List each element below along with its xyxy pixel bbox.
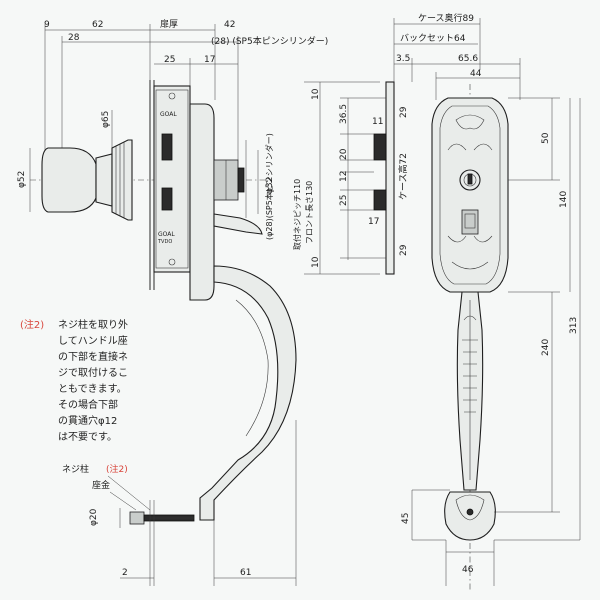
dim-v20: 20 (339, 148, 349, 160)
latch-front (373, 133, 387, 161)
dim-v240: 240 (541, 339, 551, 356)
dim-case-height: ケース高72 (397, 153, 409, 200)
dim-v11: 11 (372, 117, 383, 127)
dim-v45: 45 (401, 513, 411, 524)
latch-bolt (161, 133, 173, 161)
note-line-3: の下部を直接ネ (58, 350, 128, 363)
side-vertical-dims: φ52 φ65 φ32 (φ28)(SP5本ピンシリンダー) 取付ネジピッチ11… (17, 110, 314, 250)
thumb-lever (213, 213, 263, 235)
dim-25: 25 (164, 55, 175, 65)
front-face-view: 10 36.5 20 12 25 29 29 10 11 17 ケース高72 (304, 81, 409, 275)
callout-screw-post: ネジ柱 (62, 463, 89, 475)
dim-v29b: 29 (399, 244, 409, 256)
dim-62: 62 (92, 20, 103, 30)
dim-42: 42 (224, 20, 235, 30)
outer-knob (41, 147, 97, 213)
front-handle-view (431, 84, 509, 590)
note-line-1: ネジ柱を取り外 (58, 318, 128, 331)
dim-28: 28 (68, 33, 80, 43)
dim-door-thickness: 扉厚 (160, 18, 178, 30)
dim-65-6: 65.6 (458, 54, 478, 64)
face-plate (385, 81, 395, 275)
callout-note2-tag: (注2) (106, 463, 128, 475)
deadbolt-front (373, 189, 387, 211)
dim-v25: 25 (339, 195, 349, 206)
escutcheon-front (431, 97, 509, 293)
dim-2: 2 (122, 568, 128, 578)
dim-v140: 140 (559, 191, 569, 208)
goal-label: GOAL (160, 111, 177, 118)
grip-handle-side (199, 265, 297, 521)
note-2: (注2) ネジ柱を取り外 してハンドル座 の下部を直接ネ ジで取付けるこ ともで… (20, 318, 128, 443)
top-dimensions-side: 9 62 28 扉厚 42 (28) (SP5本ピンシリンダー) 25 17 (44, 18, 328, 180)
note-line-2: してハンドル座 (58, 334, 128, 347)
dim-3-5: 3.5 (396, 54, 410, 64)
dim-backset: バックセット64 (400, 33, 466, 44)
dim-phi52: φ52 (17, 171, 27, 188)
screw-callouts: ネジ柱 (注2) 座金 φ20 (62, 463, 151, 528)
washer (129, 511, 145, 525)
dim-case-depth: ケース奥行89 (418, 12, 474, 24)
dim-phi28-cylinder: (φ28)(SP5本ピンシリンダー) (264, 133, 274, 240)
top-dimensions-front: ケース奥行89 バックセット64 3.5 65.6 44 (393, 12, 521, 100)
note-line-5: ともできます。 (58, 383, 127, 395)
right-dimensions: 50 140 313 240 45 46 (401, 97, 581, 586)
lock-case-front (153, 85, 191, 273)
dim-v46: 46 (462, 565, 474, 575)
note-line-6: その場合下部 (58, 398, 118, 411)
dim-v36-5: 36.5 (339, 104, 349, 124)
thumb-latch-front (461, 209, 479, 235)
callout-washer: 座金 (92, 479, 110, 491)
dim-9: 9 (44, 20, 50, 30)
bottom-plate-front (444, 491, 496, 541)
note-tag: (注2) (20, 318, 44, 331)
dim-v313: 313 (569, 317, 579, 334)
dim-v29a: 29 (399, 106, 409, 118)
dim-v12: 12 (339, 171, 349, 182)
tdo-label: TVDO (157, 239, 172, 245)
escutcheon-side (189, 103, 215, 301)
dim-phi65: φ65 (101, 111, 111, 128)
dim-v50: 50 (541, 132, 551, 144)
dim-44: 44 (470, 69, 482, 79)
side-view: GOAL GOAL TVDO (30, 80, 297, 525)
note-line-8: は不要です。 (58, 431, 117, 443)
note-line-7: の貫通穴φ12 (58, 414, 117, 427)
dim-v17b: 17 (368, 217, 379, 227)
dim-28-cylinder: (28) (SP5本ピンシリンダー) (211, 35, 328, 47)
dim-phi32: φ32 (265, 177, 275, 194)
dim-17: 17 (204, 55, 215, 65)
dim-fixing-pitch: 取付ネジピッチ110 (292, 179, 302, 250)
dim-v10a: 10 (311, 88, 321, 100)
dim-61: 61 (240, 568, 251, 578)
dim-phi20: φ20 (89, 508, 99, 526)
knob-rose (111, 139, 133, 221)
dead-bolt (161, 187, 173, 211)
dim-v10b: 10 (311, 256, 321, 268)
goal-label-small: GOAL (158, 231, 175, 238)
dim-front-length: フロント長さ130 (305, 181, 314, 244)
bottom-dimensions: 2 61 (120, 420, 297, 586)
note-line-4: ジで取付けるこ (58, 366, 128, 379)
